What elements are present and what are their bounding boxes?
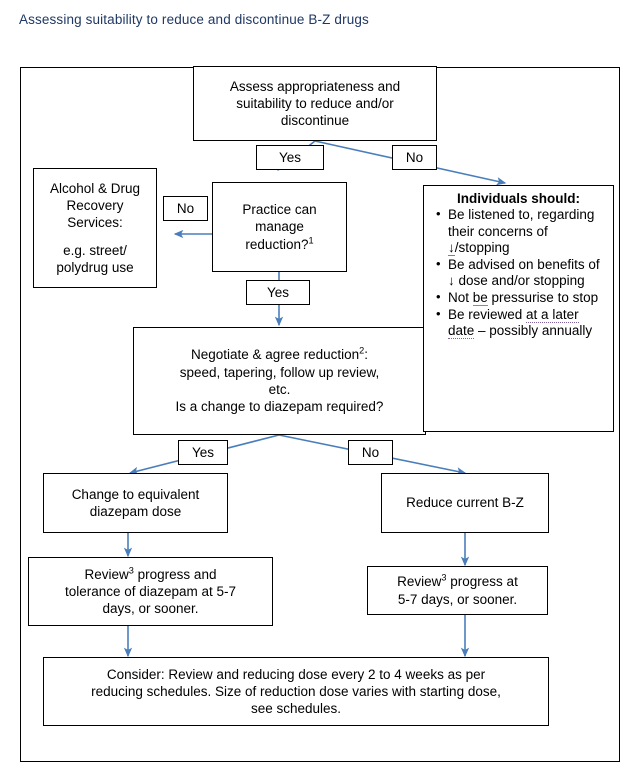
node-review-diazepam-line-1-suffix: progress and — [133, 566, 217, 582]
down-arrow-icon: ↓ — [448, 240, 455, 257]
node-consider-review-reducing-dose[interactable]: Consider: Review and reducing dose every… — [43, 657, 549, 726]
node-review-diazepam-footnote-ref: 3 — [128, 565, 134, 576]
label-yes-assess: Yes — [256, 145, 324, 170]
page-title: Assessing suitability to reduce and disc… — [19, 12, 369, 27]
node-adrs-spacer — [38, 232, 152, 242]
node-practice-line-2: manage — [255, 219, 304, 235]
node-change-to-equivalent-diazepam-dose[interactable]: Change to equivalent diazepam dose — [43, 473, 228, 533]
node-negotiate-footnote-ref: 2 — [359, 345, 365, 356]
node-change-line-1: Change to equivalent — [71, 486, 200, 502]
label-yes-practice: Yes — [246, 280, 310, 305]
node-consider-line-2: reducing schedules. Size of reduction do… — [91, 683, 501, 699]
panel-individuals-bullet-list: Be listened to, regarding their concerns… — [428, 206, 609, 340]
node-adrs-line-1: Alcohol & Drug — [49, 180, 141, 196]
node-assess-line-3: discontinue — [280, 113, 350, 129]
panel-individuals-bullet: Be advised on benefits of ↓ dose and/or … — [436, 256, 607, 290]
node-practice-line-3: reduction?1 — [217, 236, 342, 253]
bullet-text-segment: – possibly annually — [474, 323, 593, 339]
bullet-text-segment: /stopping — [454, 240, 510, 256]
node-practice-can-manage-reduction[interactable]: Practice can manage reduction?1 — [212, 182, 347, 272]
node-assess-line-2: suitability to reduce and/or — [236, 95, 394, 111]
node-negotiate-line-3: etc. — [268, 382, 291, 397]
node-review-diazepam-prefix: Review — [84, 566, 129, 582]
node-review-progress-line-1: Review3 progress at — [372, 573, 543, 590]
bullet-text-segment: pressurise to stop — [487, 289, 599, 305]
grammarcheck-underline-text: at a later date — [448, 306, 579, 340]
node-consider-line-3: see schedules. — [250, 701, 342, 717]
node-review-progress[interactable]: Review3 progress at 5-7 days, or sooner. — [367, 566, 548, 615]
node-negotiate-line-1-prefix: Negotiate & agree reduction — [191, 347, 360, 363]
node-change-line-2: diazepam dose — [89, 504, 182, 519]
node-adrs-line-4: e.g. street/ — [63, 242, 127, 258]
label-yes-practice-text: Yes — [266, 285, 290, 300]
node-adrs-line-3: Services: — [67, 215, 123, 231]
panel-individuals-bullet: Be reviewed at a later date – possibly a… — [436, 306, 607, 340]
node-review-progress-prefix: Review — [397, 574, 442, 590]
bullet-text-segment: Be advised on benefits of — [448, 256, 600, 272]
label-no-negotiate-text: No — [361, 445, 380, 460]
node-reduce-current-bz[interactable]: Reduce current B-Z — [381, 473, 549, 533]
node-review-diazepam-tolerance[interactable]: Review3 progress and tolerance of diazep… — [28, 557, 273, 626]
node-negotiate-line-1: Negotiate & agree reduction2: — [138, 346, 421, 363]
panel-individuals-bullet: Be listened to, regarding their concerns… — [436, 206, 607, 257]
node-negotiate-line-1-suffix: : — [364, 347, 368, 363]
panel-individuals-bullet: Not be pressurise to stop — [436, 289, 607, 307]
label-yes-negotiate-text: Yes — [191, 445, 215, 460]
node-review-diazepam-line-2: tolerance of diazepam at 5-7 — [64, 583, 237, 599]
node-consider-line-1: Consider: Review and reducing dose every… — [106, 666, 486, 682]
node-negotiate-line-4: Is a change to diazepam required? — [175, 399, 384, 415]
label-yes-negotiate: Yes — [178, 440, 228, 465]
node-review-diazepam-line-3: days, or sooner. — [102, 601, 199, 617]
bullet-text-segment: ↓ — [448, 273, 455, 289]
node-review-progress-line-2: 5-7 days, or sooner. — [397, 591, 518, 607]
bullet-text-segment: Be reviewed — [448, 306, 527, 322]
node-negotiate-agree-reduction[interactable]: Negotiate & agree reduction2: speed, tap… — [133, 327, 426, 435]
bullet-text-segment: dose and/or stopping — [454, 273, 585, 289]
node-adrs-line-2: Recovery — [66, 198, 124, 214]
label-yes-assess-text: Yes — [278, 150, 302, 165]
node-review-progress-line-1-suffix: progress at — [446, 574, 518, 590]
label-no-assess-text: No — [405, 150, 424, 165]
spellcheck-underline-text: be — [472, 289, 488, 306]
label-no-negotiate: No — [348, 440, 393, 465]
panel-individuals-heading: Individuals should: — [456, 191, 580, 206]
panel-individuals-should[interactable]: Individuals should: Be listened to, rega… — [423, 185, 614, 432]
node-practice-line-1: Practice can — [242, 202, 317, 218]
label-no-practice-text: No — [176, 201, 195, 216]
label-no-assess: No — [392, 145, 437, 170]
node-review-progress-footnote-ref: 3 — [441, 572, 447, 583]
label-no-practice: No — [163, 196, 208, 221]
node-practice-footnote-ref: 1 — [308, 235, 314, 246]
node-assess-appropriateness[interactable]: Assess appropriateness and suitability t… — [193, 66, 437, 141]
node-practice-line-3-text: reduction? — [245, 236, 309, 252]
node-adrs-line-5: polydrug use — [56, 259, 134, 275]
bullet-text-segment: Be listened to, regarding their concerns… — [448, 207, 595, 239]
node-review-diazepam-line-1: Review3 progress and — [33, 566, 268, 583]
node-alcohol-drug-recovery-services[interactable]: Alcohol & Drug Recovery Services: e.g. s… — [33, 168, 157, 288]
node-assess-line-1: Assess appropriateness and — [229, 78, 401, 94]
bullet-text-segment: Not — [448, 289, 473, 305]
node-reduce-bz-line-1: Reduce current B-Z — [406, 495, 524, 511]
node-negotiate-line-2: speed, tapering, follow up review, — [179, 364, 380, 380]
